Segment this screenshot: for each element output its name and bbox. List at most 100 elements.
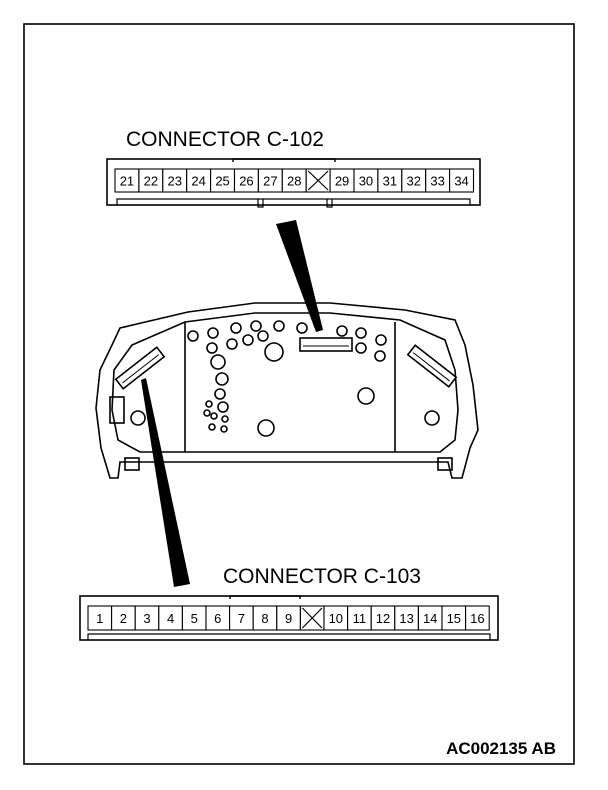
c103-pin-cell: 11 [347,605,372,631]
c103-pin-label: 10 [329,611,343,626]
c102-pin-cell: 27 [257,168,283,193]
cluster-side-tab [109,396,125,424]
lamp-hole [220,425,228,433]
c102-pin-cell: 26 [233,168,259,193]
cluster-left-mount [124,457,140,471]
lamp-hole [226,338,238,350]
cluster-inner-face [111,312,459,453]
c103-pin-label: 14 [423,611,437,626]
lamp-hole [210,412,218,420]
lamp-hole [230,322,242,334]
c102-pin-label: 28 [287,174,301,189]
connector-c102-key-notch [257,199,264,208]
connector-c103-bottom-key [87,633,491,640]
connector-c103-title: CONNECTOR C-103 [223,565,421,588]
lamp-hole [215,372,229,386]
connector-c102-key-notch [326,199,333,208]
connector-c102-title: CONNECTOR C-102 [126,128,324,151]
c102-pin-label: 30 [359,174,373,189]
c103-blank-cavity [299,605,325,631]
c103-pin-cell: 6 [205,605,231,631]
lamp-hole [207,327,219,339]
cluster-right-mount [437,457,453,471]
diagram-frame [23,23,575,765]
c103-pin-label: 12 [376,611,390,626]
c103-pin-cell: 16 [465,605,490,631]
c103-pin-label: 7 [238,611,245,626]
c103-pin-cell: 4 [158,605,183,631]
connector-c103-lock-tab [229,595,301,599]
c103-pin-cell: 12 [370,605,396,631]
c103-pin-label: 3 [143,611,150,626]
gauge-pivot [424,410,440,426]
c102-pin-cell: 32 [401,168,427,193]
c102-pin-cell: 29 [329,168,355,193]
lamp-hole [355,342,367,354]
figure-code: AC002135 AB [446,739,556,758]
c103-pin-label: 9 [285,611,292,626]
c103-pin-cell: 10 [323,605,349,631]
gauge-pivot [130,410,146,426]
c103-pin-cell: 8 [252,605,278,631]
c102-pin-cell: 25 [210,168,236,193]
c103-pin-cell: 2 [111,605,136,631]
connector-c102-bottom-key [116,198,471,205]
connector-c102: 21 22 23 24 25 26 27 28 29 30 31 32 33 34 [106,158,481,208]
lamp-hole [273,320,285,332]
c102-blank-cavity [305,168,331,193]
lamp-hole [187,330,199,342]
cluster-outer-housing [95,302,479,479]
c103-pin-cell: 5 [181,605,207,631]
c102-pin-label: 23 [168,174,182,189]
c103-pin-cell: 1 [87,605,113,631]
gauge-pivot [357,387,375,405]
c102-pin-label: 29 [335,174,349,189]
connector-c102-lock-tab [232,158,336,162]
lamp-hole [206,342,218,354]
lamp-hole [205,400,213,408]
c102-pin-label: 31 [383,174,397,189]
lamp-hole [242,334,254,346]
cluster-connector-c102 [299,337,353,352]
connector-c102-pins: 21 22 23 24 25 26 27 28 29 30 31 32 33 34 [114,168,475,193]
c103-pin-label: 16 [470,611,484,626]
c103-pin-label: 5 [191,611,198,626]
c102-pin-cell: 30 [353,168,379,193]
cluster-connector-right [406,344,458,388]
c102-pin-label: 21 [120,174,134,189]
c103-pin-label: 11 [353,611,367,626]
pointer-c103 [141,378,190,587]
c103-pin-cell: 14 [417,605,443,631]
c102-pin-label: 34 [454,174,468,189]
c102-pin-cell: 28 [281,168,307,193]
lamp-hole [375,334,387,346]
c103-pin-label: 4 [167,611,174,626]
pointer-c102 [276,220,323,332]
lamp-hole [203,409,211,417]
c103-pin-label: 6 [214,611,221,626]
lamp-hole [374,350,386,362]
lamp-hole [336,325,348,337]
c102-pin-label: 27 [263,174,277,189]
c102-pin-cell: 22 [138,168,164,193]
c103-pin-cell: 3 [134,605,160,631]
c103-pin-cell: 13 [394,605,419,631]
c103-pin-label: 1 [96,611,103,626]
c102-pin-label: 33 [430,174,444,189]
c102-pin-label: 22 [144,174,158,189]
c102-pin-label: 25 [215,174,229,189]
lamp-hole [250,320,262,332]
instrument-cluster [95,302,479,479]
c102-pin-label: 24 [191,174,205,189]
lamp-hole [221,415,229,423]
c102-pin-label: 32 [407,174,421,189]
c103-pin-label: 13 [399,611,413,626]
c103-pin-label: 15 [447,611,461,626]
c102-pin-cell: 34 [449,168,475,193]
c103-pin-cell: 7 [229,605,254,631]
c102-pin-cell: 21 [114,168,140,193]
c103-pin-label: 8 [261,611,268,626]
